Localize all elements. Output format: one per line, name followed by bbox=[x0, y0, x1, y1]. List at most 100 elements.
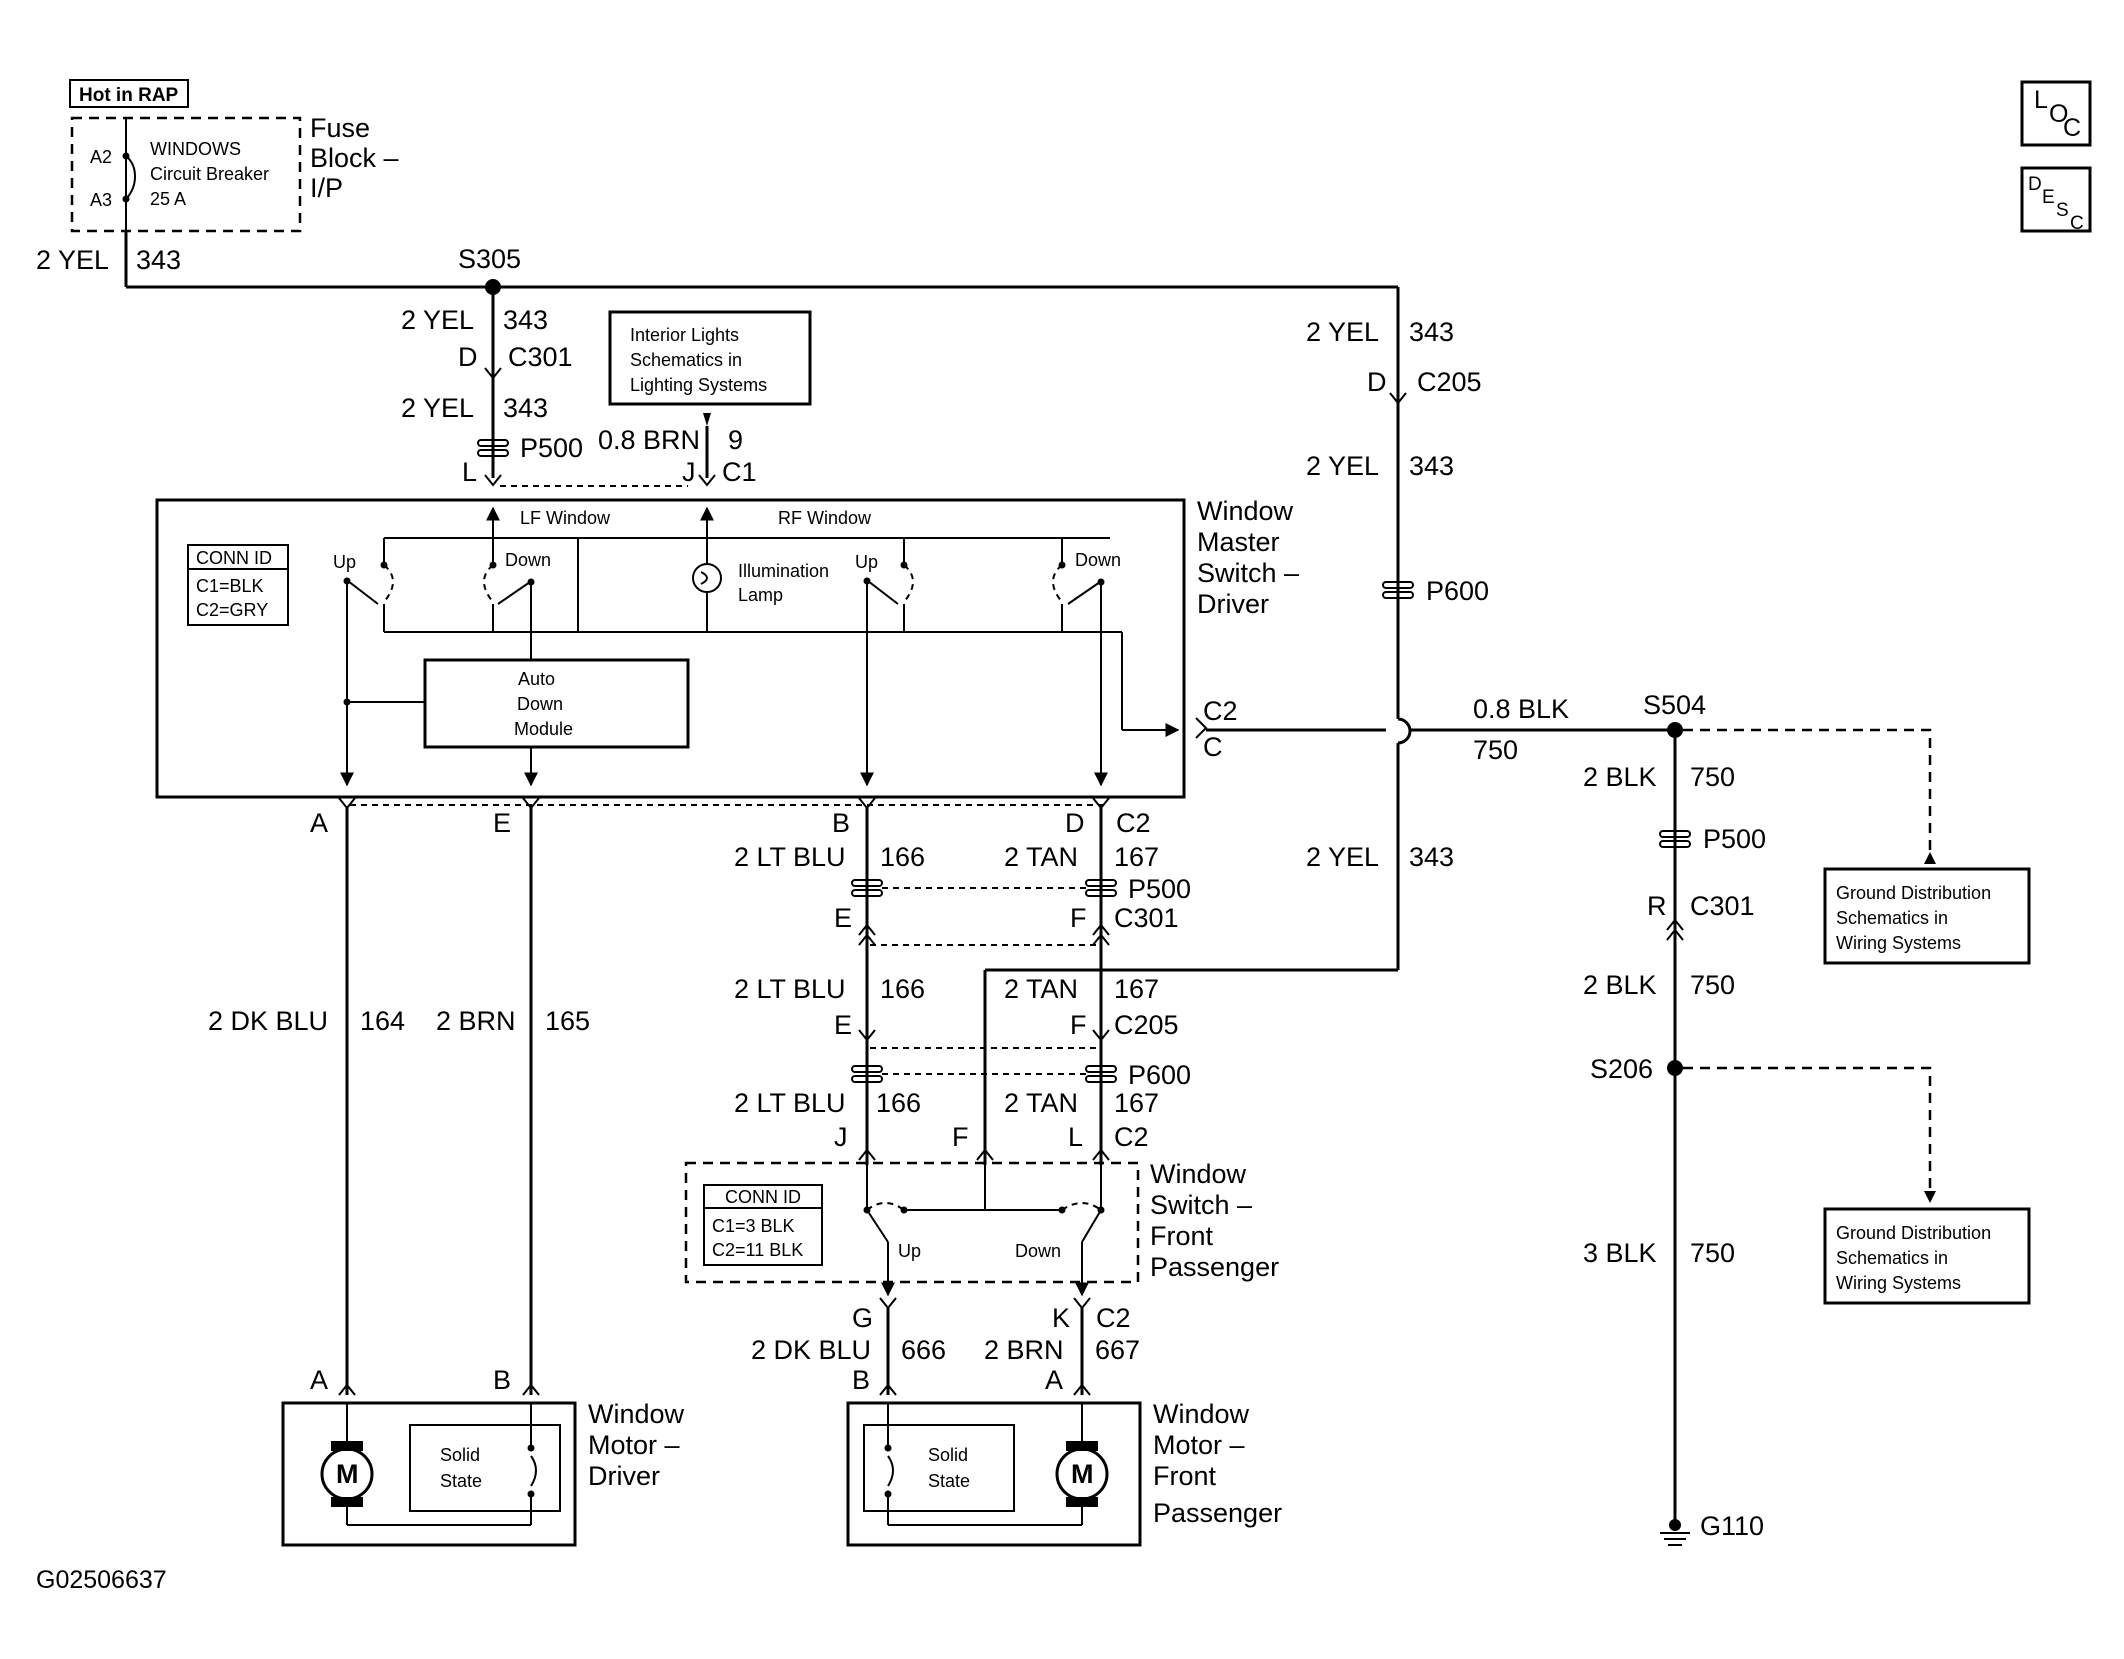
hot-in-rap-box bbox=[69, 79, 189, 108]
auto-down-module bbox=[423, 658, 690, 749]
main-feed-wire: 2 YEL 343 S305 bbox=[36, 231, 1398, 295]
main-feed-circuit: 343 bbox=[136, 245, 181, 275]
svg-text:Passenger: Passenger bbox=[1153, 1498, 1282, 1528]
svg-text:C205: C205 bbox=[1114, 1010, 1179, 1040]
svg-text:J: J bbox=[682, 457, 696, 487]
loc-icon[interactable]: L O C bbox=[2020, 80, 2092, 147]
breaker-rating: 25 A bbox=[150, 189, 186, 209]
breaker-terminal-icon bbox=[122, 152, 130, 160]
svg-text:2 YEL: 2 YEL bbox=[401, 393, 474, 423]
ground-distribution-reference-1[interactable]: Ground Distribution Schematics in Wiring… bbox=[1823, 867, 2031, 965]
svg-text:C1: C1 bbox=[722, 457, 757, 487]
reference-arrow-icon bbox=[1924, 1191, 1936, 1203]
svg-text:F: F bbox=[952, 1122, 969, 1152]
svg-text:C301: C301 bbox=[1114, 903, 1179, 933]
svg-text:Schematics in: Schematics in bbox=[630, 350, 742, 370]
svg-text:343: 343 bbox=[1409, 451, 1454, 481]
master-switch-outline bbox=[155, 498, 1186, 799]
svg-text:164: 164 bbox=[360, 1006, 405, 1036]
svg-text:666: 666 bbox=[901, 1335, 946, 1365]
svg-text:C205: C205 bbox=[1417, 367, 1482, 397]
illumination-wire: 0.8 BRN 9 J C1 bbox=[598, 413, 757, 487]
hot-in-rap-label: Hot in RAP bbox=[79, 85, 179, 106]
svg-text:K: K bbox=[1052, 1303, 1070, 1333]
svg-text:Switch –: Switch – bbox=[1150, 1190, 1252, 1220]
svg-text:State: State bbox=[440, 1471, 482, 1491]
svg-text:B: B bbox=[852, 1365, 870, 1395]
svg-text:Switch –: Switch – bbox=[1197, 558, 1299, 588]
driver-motor-outline bbox=[281, 1401, 577, 1547]
passenger-down-switch-icon bbox=[1081, 1209, 1102, 1243]
svg-text:S206: S206 bbox=[1590, 1054, 1653, 1084]
pin-j-connector-icon bbox=[698, 474, 716, 487]
svg-text:C301: C301 bbox=[1690, 891, 1755, 921]
svg-text:L: L bbox=[462, 457, 477, 487]
passenger-solid-state-box bbox=[863, 1424, 1015, 1512]
svg-text:Up: Up bbox=[333, 552, 356, 572]
svg-text:Schematics in: Schematics in bbox=[1836, 908, 1948, 928]
svg-text:Down: Down bbox=[1075, 550, 1121, 570]
splice-s305-label: S305 bbox=[458, 244, 521, 274]
svg-text:Window: Window bbox=[588, 1399, 685, 1429]
connector-c301-icon bbox=[484, 367, 502, 380]
svg-text:343: 343 bbox=[1409, 842, 1454, 872]
svg-text:A: A bbox=[310, 1365, 328, 1395]
svg-text:Up: Up bbox=[898, 1241, 921, 1261]
lf-up-switch-icon bbox=[383, 564, 394, 603]
svg-text:Interior Lights: Interior Lights bbox=[630, 325, 739, 345]
svg-text:343: 343 bbox=[1409, 317, 1454, 347]
svg-text:Down: Down bbox=[505, 550, 551, 570]
svg-text:C2: C2 bbox=[1096, 1303, 1131, 1333]
splice-s206-icon bbox=[1667, 1060, 1683, 1076]
ground-ref-link-1 bbox=[1683, 728, 1932, 852]
svg-text:2 TAN: 2 TAN bbox=[1004, 1088, 1078, 1118]
svg-text:Driver: Driver bbox=[1197, 589, 1269, 619]
svg-text:D: D bbox=[1367, 367, 1387, 397]
right-feed-wire: 2 YEL 343 D C205 2 YEL 343 P600 2 YEL 34… bbox=[985, 287, 1489, 972]
breaker-name: WINDOWS bbox=[150, 139, 241, 159]
connector-c301-icon bbox=[1666, 918, 1684, 931]
svg-text:2 LT BLU: 2 LT BLU bbox=[734, 1088, 846, 1118]
svg-text:P500: P500 bbox=[520, 433, 583, 463]
ground-wire: C2 C 0.8 BLK 750 S504 2 BLK 750 P500 R C… bbox=[1195, 690, 1936, 1546]
svg-text:2 BRN: 2 BRN bbox=[436, 1006, 516, 1036]
svg-text:Window: Window bbox=[1197, 496, 1294, 526]
passenger-wires: B D C2 2 LT BLU 166 2 TAN 167 P500 E F C… bbox=[734, 797, 1191, 1165]
reference-arrow-icon bbox=[1924, 852, 1936, 864]
rf-up-switch-icon bbox=[903, 564, 914, 603]
window-switch-front-passenger: Window Switch – Front Passenger CONN ID … bbox=[684, 1159, 1279, 1396]
svg-text:2 BLK: 2 BLK bbox=[1583, 970, 1657, 1000]
desc-icon[interactable]: D E S C bbox=[2020, 166, 2092, 234]
svg-text:E: E bbox=[834, 1010, 852, 1040]
window-motor-front-passenger: Window Motor – Front Passenger Solid Sta… bbox=[846, 1399, 1282, 1547]
svg-text:F: F bbox=[1070, 1010, 1087, 1040]
p500-connector-icon bbox=[1659, 840, 1691, 848]
svg-text:P600: P600 bbox=[1426, 576, 1489, 606]
svg-text:C: C bbox=[1203, 732, 1223, 762]
svg-text:A: A bbox=[1045, 1365, 1063, 1395]
p500-connector-icon bbox=[477, 449, 509, 457]
reference-arrow-icon bbox=[703, 413, 711, 426]
image-id: G02506637 bbox=[36, 1566, 167, 1594]
svg-text:D: D bbox=[1065, 808, 1085, 838]
svg-text:C1=BLK: C1=BLK bbox=[196, 576, 264, 596]
svg-text:R: R bbox=[1647, 891, 1667, 921]
interior-lights-reference[interactable]: Interior Lights Schematics in Lighting S… bbox=[608, 310, 812, 406]
svg-text:Solid: Solid bbox=[928, 1445, 968, 1465]
svg-text:C: C bbox=[2070, 213, 2084, 234]
svg-text:2 LT BLU: 2 LT BLU bbox=[734, 842, 846, 872]
svg-text:C2: C2 bbox=[1203, 696, 1238, 726]
svg-text:Down: Down bbox=[517, 694, 563, 714]
pin-a2: A2 bbox=[90, 147, 112, 167]
p500-connector-icon bbox=[1659, 830, 1691, 838]
ground-distribution-reference-2[interactable]: Ground Distribution Schematics in Wiring… bbox=[1823, 1207, 2031, 1305]
svg-text:L: L bbox=[1068, 1122, 1083, 1152]
svg-text:Passenger: Passenger bbox=[1150, 1252, 1279, 1282]
svg-text:166: 166 bbox=[880, 842, 925, 872]
svg-text:3 BLK: 3 BLK bbox=[1583, 1238, 1657, 1268]
driver-motor-wires: A E 2 DK BLU 164 2 BRN 165 A B bbox=[208, 797, 590, 1396]
pin-l-connector-icon bbox=[484, 474, 502, 487]
svg-text:B: B bbox=[832, 808, 850, 838]
svg-text:O: O bbox=[2049, 100, 2068, 128]
